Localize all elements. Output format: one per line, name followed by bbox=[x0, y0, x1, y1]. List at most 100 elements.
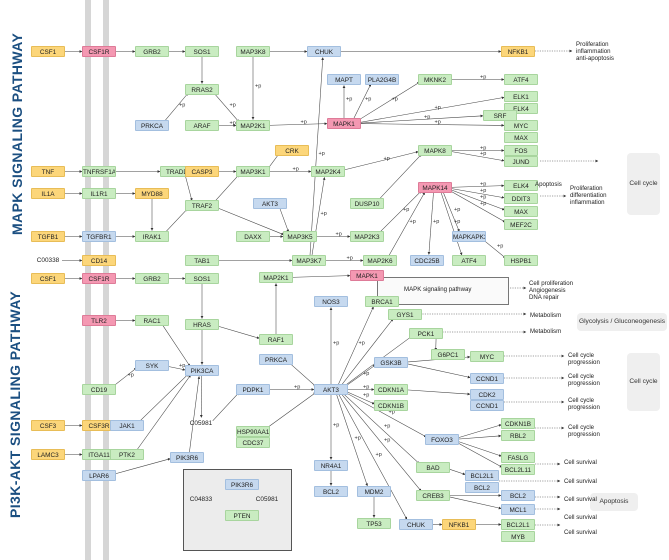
gene-node-max-a: MAX bbox=[504, 132, 538, 143]
gene-node-pdpk1: PDPK1 bbox=[236, 384, 270, 395]
gene-node-ccnd1-a: CCND1 bbox=[470, 373, 504, 384]
edge-80 bbox=[340, 392, 422, 492]
outcome-cell-cycle-2: Cell cycle bbox=[568, 373, 595, 380]
gene-node-ptk2: PTK2 bbox=[110, 449, 144, 460]
gene-node-tp53: TP53 bbox=[357, 518, 391, 529]
edge-79 bbox=[341, 392, 420, 465]
pi3k-akt-pathway-title: PI3K-AKT SIGNALING PATHWAY bbox=[7, 290, 23, 518]
edge-label-43: +p bbox=[454, 207, 460, 213]
edge-label-11: +p bbox=[346, 97, 352, 103]
gene-node-mef2c: MEF2C bbox=[504, 219, 538, 230]
edge-13 bbox=[356, 81, 420, 122]
gene-node-jak1: JAK1 bbox=[110, 420, 144, 431]
gene-node-map2k3: MAP2K3 bbox=[350, 231, 384, 242]
gene-node-pik3ca: PIK3CA bbox=[185, 365, 219, 376]
outcome-proliferation-2: Proliferation bbox=[570, 185, 603, 192]
gene-node-rbl2: RBL2 bbox=[501, 430, 535, 441]
edge-label-17: +p bbox=[435, 120, 441, 126]
gene-node-myc-b: MYC bbox=[470, 351, 504, 362]
edge-7 bbox=[213, 92, 240, 123]
edge-92 bbox=[454, 441, 503, 468]
edge-16 bbox=[357, 114, 484, 124]
edge-81 bbox=[336, 394, 368, 487]
edge-label-71: +p bbox=[294, 385, 300, 391]
gene-node-bcl2l11-a: BCL2L11 bbox=[501, 464, 535, 475]
edge-label-7: +p bbox=[230, 103, 236, 109]
edge-label-52: +p bbox=[319, 151, 325, 157]
gene-node-map3k8: MAP3K8 bbox=[236, 46, 270, 57]
gene-node-mknk2: MKNK2 bbox=[418, 74, 452, 85]
gene-node-map2k4: MAP2K4 bbox=[311, 166, 345, 177]
edge-label-83: +p bbox=[376, 452, 382, 458]
edge-17 bbox=[357, 123, 505, 127]
gene-node-csf1r-a: CSF1R bbox=[82, 46, 116, 57]
gene-node-ccnd1-b: CCND1 bbox=[470, 400, 504, 411]
outcome-progression-2: progression bbox=[568, 380, 600, 387]
gene-node-map3k1: MAP3K1 bbox=[236, 166, 270, 177]
edge-60 bbox=[215, 325, 260, 339]
outcome-metabolism-1: Metabolism bbox=[530, 312, 562, 319]
gene-node-raf1: RAF1 bbox=[259, 334, 293, 345]
gene-node-tnf: TNF bbox=[31, 166, 65, 177]
gene-node-mapk1-a: MAPK1 bbox=[327, 118, 361, 129]
gene-node-csf3: CSF3 bbox=[31, 420, 65, 431]
gene-node-mapkapk3: MAPKAPK3 bbox=[452, 231, 486, 242]
gene-node-bad: BAD bbox=[416, 462, 450, 473]
gene-node-map3k5: MAP3K5 bbox=[283, 231, 317, 242]
edge-10 bbox=[266, 122, 328, 126]
gene-node-cdkn1b-b: CDKN1B bbox=[501, 418, 535, 429]
gene-node-pla2g4b: PLA2G4B bbox=[365, 74, 399, 85]
edge-83 bbox=[338, 393, 408, 520]
gene-node-bcl2-b: BCL2 bbox=[314, 486, 348, 497]
cell-cycle-box-top: Cell cycle bbox=[627, 153, 660, 215]
edge-47 bbox=[377, 153, 422, 201]
edge-label-44: +p bbox=[433, 219, 439, 225]
mapk-pathway-link-label: MAPK signaling pathway bbox=[404, 286, 472, 293]
outcome-cell-survival-4: Cell survival bbox=[564, 514, 597, 521]
gene-node-tlr2: TLR2 bbox=[82, 315, 116, 326]
mapk-pathway-title: MAPK SIGNALING PATHWAY bbox=[9, 32, 25, 235]
gene-node-myc-a: MYC bbox=[504, 120, 538, 131]
gene-node-tgfbr1: TGFBR1 bbox=[82, 231, 116, 242]
gene-node-traf2: TRAF2 bbox=[185, 200, 219, 211]
gene-node-cd14: CD14 bbox=[82, 255, 116, 266]
gene-node-c05981: C05981 bbox=[189, 420, 213, 427]
gene-node-syk: SYK bbox=[135, 360, 169, 371]
edge-label-51: +p bbox=[347, 256, 353, 262]
gene-node-mapk14: MAPK14 bbox=[418, 182, 452, 193]
outcome-cell-survival-3: Cell survival bbox=[564, 496, 597, 503]
gene-node-elk4-a: ELK4 bbox=[504, 103, 538, 114]
edge-41 bbox=[448, 188, 505, 211]
outcome-cell-survival-2: Cell survival bbox=[564, 478, 597, 485]
edge-label-46: +p bbox=[497, 244, 503, 250]
outcome-inflammation-2: inflammation bbox=[570, 199, 605, 206]
edge-label-79: +p bbox=[384, 424, 390, 430]
edge-46 bbox=[481, 238, 506, 259]
edge-25 bbox=[185, 175, 193, 201]
gene-node-grb2-b: GRB2 bbox=[135, 273, 169, 284]
gene-node-creb3: CREB3 bbox=[416, 490, 450, 501]
gene-node-hsp90aa1: HSP90AA1 bbox=[236, 426, 270, 437]
edge-label-9: +p bbox=[179, 103, 185, 109]
edge-22 bbox=[448, 150, 505, 162]
edge-label-19: +p bbox=[293, 167, 299, 173]
edge-40 bbox=[448, 187, 505, 199]
edge-label-14: +p bbox=[480, 75, 486, 81]
gene-node-hras: HRAS bbox=[185, 319, 219, 330]
edge-label-37: +p bbox=[403, 207, 409, 213]
edge-label-81: +p bbox=[355, 436, 361, 442]
gene-node-bcl2l1-b: BCL2L1 bbox=[501, 519, 535, 530]
gene-node-gsk3b: GSK3B bbox=[374, 357, 408, 368]
gene-node-ddit3: DDIT3 bbox=[504, 193, 538, 204]
gene-node-myb: MYB bbox=[501, 531, 535, 542]
edge-label-41: +p bbox=[480, 195, 486, 201]
edge-28 bbox=[213, 174, 240, 203]
gene-node-map2k1-b: MAP2K1 bbox=[259, 272, 293, 283]
gene-node-lamc3: LAMC3 bbox=[31, 449, 65, 460]
gene-node-map2k1-a: MAP2K1 bbox=[236, 120, 270, 131]
gene-node-nfkb1-b: NFKB1 bbox=[442, 519, 476, 530]
gene-node-csf1-a: CSF1 bbox=[31, 46, 65, 57]
edge-85 bbox=[340, 318, 394, 387]
gene-node-mapk8: MAPK8 bbox=[418, 145, 452, 156]
